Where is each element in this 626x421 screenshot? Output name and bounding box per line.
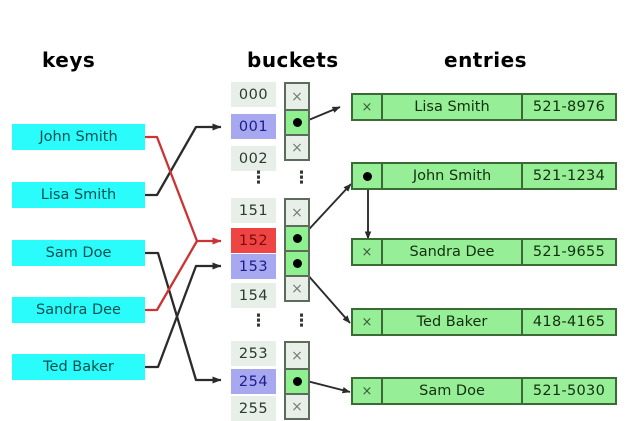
key-label: Lisa Smith [40,187,117,203]
bucket-index-label: 152 [238,232,269,249]
wire-john-smith-to-152 [145,135,222,245]
bucket-index-label: 153 [238,258,269,275]
entry-next-pointer-null: × [353,310,383,334]
bucket-slot-002[interactable]: × [286,134,308,159]
pointer-dot-icon [292,259,302,268]
null-pointer-icon: × [291,398,303,415]
column-heading-entries: entries [444,48,528,72]
wire-sandra-dee-to-152 [145,240,198,312]
bucket-index-label: 151 [238,202,269,219]
null-pointer-icon: × [291,347,303,364]
bucket-index-label: 001 [238,118,269,135]
key-box-sam-doe[interactable]: Sam Doe [12,240,145,266]
bucket-group-151-154: × × [284,198,310,302]
key-box-sandra-dee[interactable]: Sandra Dee [12,297,145,323]
bucket-slot-153[interactable] [286,250,308,275]
null-pointer-icon: × [291,139,303,156]
entry-name: Lisa Smith [383,95,523,119]
bucket-index-label: 154 [238,287,269,304]
bucket-slot-154[interactable]: × [286,275,308,300]
bucket-index-label: 000 [238,86,269,103]
pointer-dot-icon [292,377,302,386]
entry-row-ted-baker[interactable]: × Ted Baker 418-4165 [351,308,617,336]
bucket-index-001[interactable]: 001 [231,114,276,139]
bucket-slot-255[interactable]: × [286,393,308,418]
entry-phone: 521-9655 [532,244,606,260]
bucket-index-153[interactable]: 153 [231,254,276,279]
bucket-index-254[interactable]: 254 [231,369,276,394]
entry-name: John Smith [383,164,523,188]
entry-next-pointer-null: × [353,95,383,119]
bucket-index-002[interactable]: 002 [231,146,276,171]
key-box-john-smith[interactable]: John Smith [12,124,145,150]
column-heading-keys: keys [42,48,96,72]
bucket-slot-254[interactable] [286,368,308,393]
bucket-index-ellipsis-upper: ⋮ [250,168,267,188]
bucket-index-152[interactable]: 152 [231,228,276,253]
wire-ted-baker-to-153 [145,262,222,369]
key-label: Sam Doe [45,245,112,261]
entry-row-sandra-dee[interactable]: × Sandra Dee 521-9655 [351,238,617,266]
pointer-dot-icon [362,171,372,181]
entry-next-pointer-null: × [353,379,383,403]
entry-row-sam-doe[interactable]: × Sam Doe 521-5030 [351,377,617,405]
pointer-dot-icon [292,234,302,243]
key-label: Sandra Dee [36,302,121,318]
bucket-index-label: 255 [238,400,269,417]
null-pointer-icon: × [291,204,303,221]
null-pointer-icon: × [361,383,373,399]
bucket-index-ellipsis-lower: ⋮ [250,311,267,331]
bucket-slot-000[interactable]: × [286,84,308,109]
entry-row-lisa-smith[interactable]: × Lisa Smith 521-8976 [351,93,617,121]
bucket-slot-152[interactable] [286,225,308,250]
bucket-slot-253[interactable]: × [286,343,308,368]
entry-phone: 418-4165 [532,314,606,330]
entry-name: Sam Doe [383,379,523,403]
bucket-index-label: 254 [238,373,269,390]
key-label: John Smith [39,129,118,145]
bucket-slot-ellipsis-lower: ⋮ [293,311,310,331]
entry-phone: 521-5030 [532,383,606,399]
bucket-index-154[interactable]: 154 [231,283,276,308]
entry-row-john-smith[interactable]: John Smith 521-1234 [351,162,617,190]
null-pointer-icon: × [361,244,373,260]
null-pointer-icon: × [361,314,373,330]
entry-next-pointer-null: × [353,240,383,264]
key-box-ted-baker[interactable]: Ted Baker [12,354,145,380]
bucket-index-label: 253 [238,345,269,362]
wire-sam-doe-to-254 [145,251,222,384]
bucket-slot-151[interactable]: × [286,200,308,225]
bucket-group-253-255: × × [284,341,310,420]
pointer-dot-icon [292,118,302,127]
key-label: Ted Baker [43,359,114,375]
entry-name: Sandra Dee [383,240,523,264]
entry-phone: 521-8976 [532,99,606,115]
entry-phone: 521-1234 [532,168,606,184]
bucket-index-000[interactable]: 000 [231,82,276,107]
column-heading-buckets: buckets [247,48,339,72]
bucket-index-label: 002 [238,150,269,167]
null-pointer-icon: × [291,280,303,297]
null-pointer-icon: × [361,99,373,115]
bucket-group-000-002: × × [284,82,310,161]
wire-lisa-smith-to-001 [145,123,222,197]
entry-name: Ted Baker [383,310,523,334]
bucket-slot-ellipsis-upper: ⋮ [293,168,310,188]
bucket-index-253[interactable]: 253 [231,341,276,366]
entry-next-pointer-dot [353,164,383,188]
bucket-slot-001[interactable] [286,109,308,134]
key-box-lisa-smith[interactable]: Lisa Smith [12,182,145,208]
bucket-index-255[interactable]: 255 [231,396,276,421]
bucket-index-151[interactable]: 151 [231,198,276,223]
null-pointer-icon: × [291,88,303,105]
